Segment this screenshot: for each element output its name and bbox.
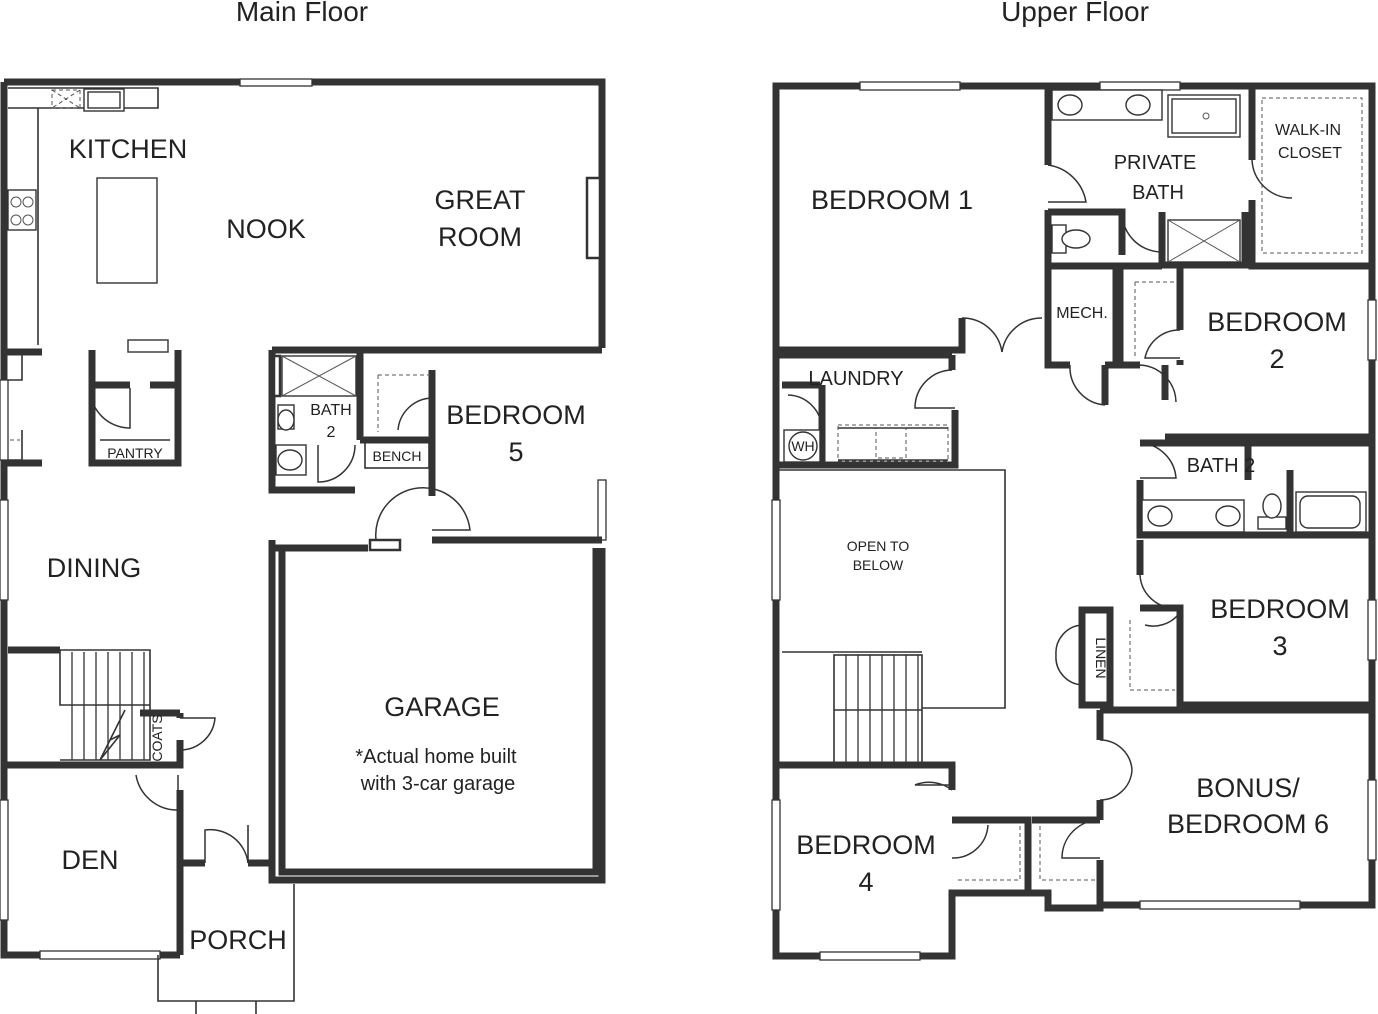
bedroom5-label-line2: 5 [508,437,523,467]
bedroom2-label-line1: BEDROOM [1207,307,1347,337]
great-room-label-line2: ROOM [438,222,522,252]
bench-label: BENCH [372,448,421,464]
den-label: DEN [61,845,118,875]
bedroom1-label: BEDROOM 1 [811,185,973,215]
bedroom3-label-line1: BEDROOM [1210,594,1350,624]
garage-note-line2: with 3-car garage [360,773,516,795]
pantry-label: PANTRY [107,445,163,461]
main-floor-plan: PANTRY COATS [0,78,607,1014]
porch-label: PORCH [189,925,287,955]
private-bath-label-line1: PRIVATE [1114,152,1197,174]
bonus-bedroom6-label-line1: BONUS/ [1196,773,1300,803]
water-heater-label: WH [791,438,814,454]
kitchen-label: KITCHEN [69,134,188,164]
bath2-main-label-line1: BATH [310,402,351,419]
great-room-label-line1: GREAT [434,185,525,215]
nook-label: NOOK [226,214,306,244]
bedroom4-label-line1: BEDROOM [796,830,936,860]
open-to-below-label-line2: BELOW [853,557,904,573]
coats-label: COATS [149,714,165,761]
dining-label: DINING [47,553,142,583]
walkin-closet-label-line2: CLOSET [1278,145,1342,162]
upper-floor-title: Upper Floor [1001,0,1149,27]
bath2-main-label-line2: 2 [327,424,336,441]
mech-label: MECH. [1056,305,1108,322]
bedroom4-label-line2: 4 [858,867,873,897]
open-to-below-label-line1: OPEN TO [847,538,910,554]
garage-note-line1: *Actual home built [355,746,517,768]
bedroom5-label-line1: BEDROOM [446,400,586,430]
linen-label: LINEN [1093,637,1109,678]
walkin-closet-label-line1: WALK-IN [1275,122,1341,139]
private-bath-label-line2: BATH [1132,182,1184,204]
bedroom3-label-line2: 3 [1272,631,1287,661]
bedroom2-label-line2: 2 [1269,344,1284,374]
garage-label: GARAGE [384,692,500,722]
upper-floor-plan: BEDROOM 1 PRIVATE BATH WALK-IN CLOSET ME… [771,81,1377,961]
laundry-label: LAUNDRY [808,368,903,390]
bath2-upper-label: BATH 2 [1187,455,1256,477]
bonus-bedroom6-label-line2: BEDROOM 6 [1167,809,1329,839]
main-floor-title: Main Floor [236,0,368,27]
